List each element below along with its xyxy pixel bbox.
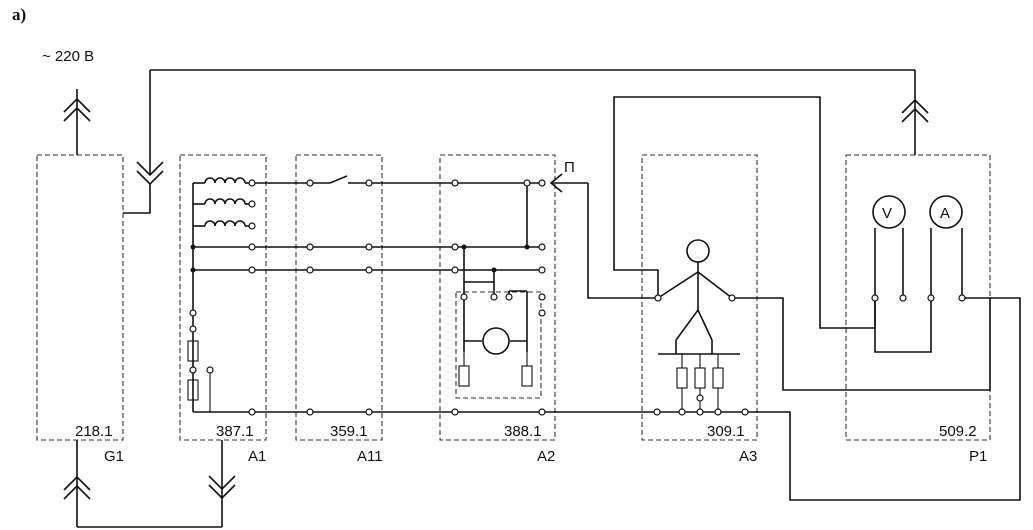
a1-coils	[192, 177, 252, 412]
block-p1-frame	[845, 154, 991, 441]
block-a2-code: 388.1	[504, 423, 542, 440]
block-a11-frame	[295, 154, 383, 441]
g1-top-connector	[123, 70, 164, 214]
ammeter-label: A	[940, 205, 950, 222]
block-a3-code: 309.1	[707, 423, 745, 440]
supply-label: ~ 220 B	[42, 48, 94, 65]
person-icon	[657, 239, 740, 355]
a2-lamp-icon	[482, 327, 510, 355]
wire-return	[760, 297, 1021, 501]
block-g1-frame	[36, 154, 124, 441]
block-g1-code: 218.1	[75, 423, 113, 440]
switch-blade	[310, 175, 348, 184]
block-a11-code: 359.1	[330, 423, 368, 440]
voltmeter-label: V	[882, 205, 892, 222]
block-a2-frame	[439, 154, 556, 441]
a2-inner-frame	[455, 291, 542, 399]
block-p1-tag: P1	[969, 448, 987, 465]
block-a1-frame	[179, 154, 267, 441]
a2-internals	[458, 183, 533, 387]
wire-loop-a	[732, 297, 991, 391]
block-p1-code: 509.2	[939, 423, 977, 440]
a1-resistors	[187, 340, 211, 412]
block-a2-tag: A2	[537, 448, 555, 465]
g1-bottom-connector	[63, 440, 91, 527]
ammeter-icon	[929, 195, 963, 229]
block-a1-tag: A1	[248, 448, 266, 465]
a3-resistors	[676, 354, 724, 412]
voltmeter-icon	[872, 195, 906, 229]
p1-meter-wiring	[874, 228, 963, 353]
wire-loop-v	[613, 96, 876, 329]
block-a1-code: 387.1	[216, 423, 254, 440]
block-g1-tag: G1	[104, 448, 124, 465]
terminal-nodes	[189, 179, 966, 416]
block-a3-tag: A3	[739, 448, 757, 465]
a1-bottom-connector	[208, 440, 236, 527]
g1-supply-connector	[63, 89, 91, 155]
figure-label: a)	[12, 5, 26, 24]
p-arrow-icon	[549, 173, 658, 299]
p1-top-connector	[901, 70, 929, 155]
p-marker-label: П	[564, 159, 575, 176]
block-a11-tag: A11	[357, 448, 383, 465]
